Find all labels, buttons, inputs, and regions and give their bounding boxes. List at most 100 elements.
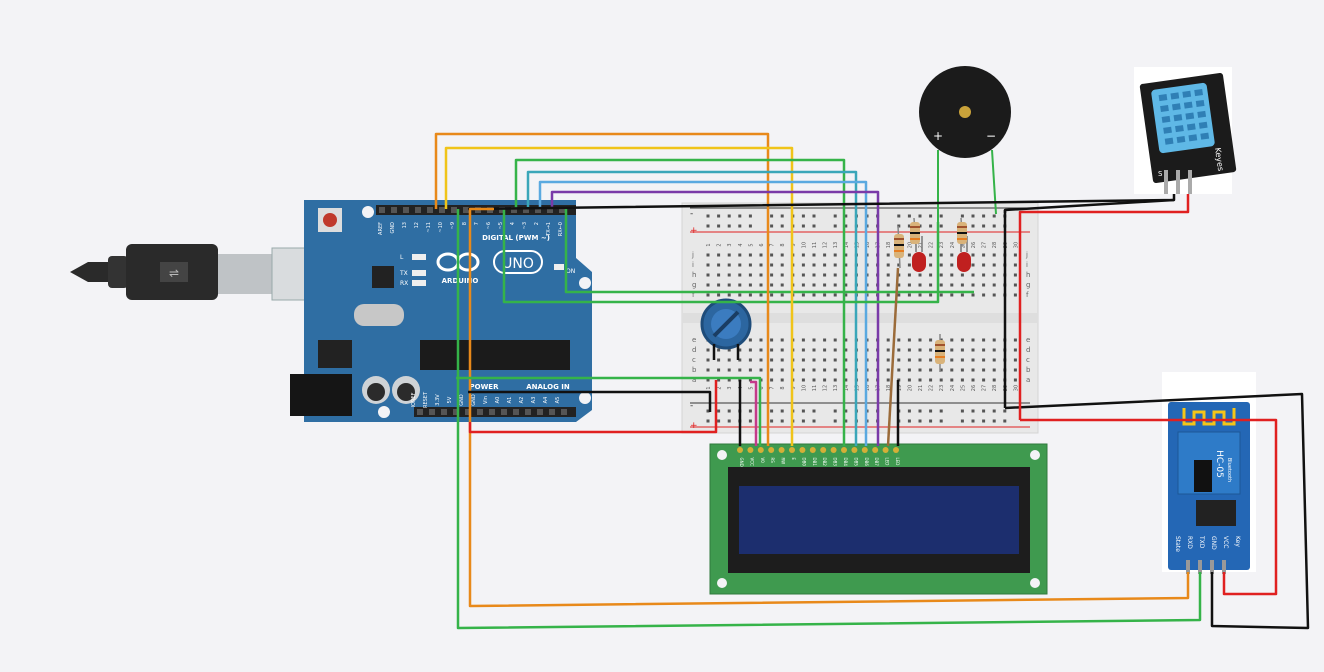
hc05-pin-label: VCC: [1222, 536, 1229, 548]
rail-hole: [939, 409, 943, 413]
analog-pin: [465, 409, 471, 415]
analog-pin-label: 3.3V: [435, 394, 441, 406]
resistor-1: [894, 225, 904, 269]
rail-hole: [738, 224, 742, 228]
breadboard-hole: [950, 368, 954, 372]
rail-hole: [982, 409, 986, 413]
breadboard-hole: [929, 358, 933, 362]
breadboard-hole: [971, 293, 975, 297]
lcd-pin-label: DB2: [822, 458, 827, 467]
digital-pin-label: 12: [414, 222, 420, 228]
row-letter: h: [692, 271, 696, 279]
breadboard-hole: [886, 283, 890, 287]
breadboard-hole: [823, 293, 827, 297]
breadboard-hole: [759, 283, 763, 287]
breadboard-hole: [992, 358, 996, 362]
rail-hole: [929, 419, 933, 423]
column-number: 7: [770, 386, 776, 389]
column-number: 21: [918, 385, 924, 391]
breadboard-hole: [844, 263, 848, 267]
piezo-buzzer: + −: [919, 66, 1011, 222]
breadboard-hole: [982, 378, 986, 382]
breadboard-hole: [992, 273, 996, 277]
wire-green-d7: [564, 209, 974, 294]
lcd-pin-label: DB7: [874, 458, 879, 467]
breadboard-hole: [971, 283, 975, 287]
breadboard-hole: [844, 368, 848, 372]
lcd-pin-label: LED: [895, 458, 900, 466]
rail-hole: [971, 224, 975, 228]
rail-hole: [748, 409, 752, 413]
breadboard-hole: [1013, 338, 1017, 342]
breadboard-hole: [812, 253, 816, 257]
vent-slot: [1176, 135, 1186, 144]
digital-pin-label: TX→1: [546, 222, 552, 237]
analog-pin-label: Vin: [483, 396, 489, 404]
breadboard-hole: [823, 348, 827, 352]
wire-black-hc05-gnd: [1004, 392, 1310, 630]
lcd-pin-label: E: [791, 458, 796, 461]
column-number: 28: [992, 385, 998, 391]
breadboard-hole: [833, 263, 837, 267]
rail-hole: [770, 224, 774, 228]
hc05-pin-label: TXD: [1198, 535, 1205, 549]
column-number: 25: [960, 385, 966, 391]
column-number: 15: [854, 385, 860, 391]
wire-pink-lcd-v0: [750, 380, 758, 446]
breadboard-hole: [971, 348, 975, 352]
breadboard-hole: [823, 358, 827, 362]
lcd-pin: [841, 447, 847, 453]
row-letter: b: [692, 366, 697, 374]
breadboard-hole: [706, 283, 710, 287]
breadboard-hole: [780, 338, 784, 342]
breadboard-hole: [918, 338, 922, 342]
breadboard-hole: [971, 263, 975, 267]
breadboard-hole: [960, 338, 964, 342]
column-number: 10: [801, 385, 807, 391]
breadboard-hole: [801, 338, 805, 342]
hc05-pin-label: Key: [1234, 536, 1241, 547]
breadboard-hole: [812, 358, 816, 362]
vent-slot: [1173, 114, 1183, 122]
column-number: 8: [780, 243, 786, 246]
analog-pin: [549, 409, 555, 415]
digital-pin: [511, 207, 517, 213]
breadboard-hole: [706, 368, 710, 372]
rail-hole: [971, 214, 975, 218]
breadboard-hole: [727, 348, 731, 352]
vent-slot: [1182, 90, 1192, 98]
breadboard-hole: [907, 263, 911, 267]
analog-pin-label: A4: [543, 397, 549, 404]
rail-hole: [812, 409, 816, 413]
breadboard-hole: [717, 263, 721, 267]
breadboard-hole: [717, 378, 721, 382]
hc05-pin: [1210, 560, 1214, 574]
breadboard-hole: [907, 358, 911, 362]
analog-pin-label: 5V: [447, 396, 453, 403]
breadboard-hole: [727, 378, 731, 382]
breadboard-hole: [1013, 348, 1017, 352]
breadboard-hole: [833, 283, 837, 287]
breadboard-hole: [886, 293, 890, 297]
breadboard-hole: [706, 253, 710, 257]
breadboard-hole: [770, 273, 774, 277]
breadboard-hole: [918, 358, 922, 362]
breadboard-hole: [727, 293, 731, 297]
hc05-model-label: HC-05: [1214, 450, 1224, 478]
lcd-pin: [737, 447, 743, 453]
breadboard-hole: [738, 368, 742, 372]
breadboard-hole: [907, 348, 911, 352]
breadboard-hole: [738, 253, 742, 257]
breadboard-hole: [770, 253, 774, 257]
rail-hole: [844, 214, 848, 218]
digital-pin-label: ~6: [486, 222, 492, 229]
breadboard-hole: [748, 378, 752, 382]
arduino-uno: L TX RX ON UNO ARDUINO DIGITAL (PWM ~) P…: [290, 200, 592, 422]
breadboard-hole: [939, 263, 943, 267]
digital-pin: [463, 207, 469, 213]
breadboard-hole: [929, 368, 933, 372]
lcd-pin-label: DB5: [853, 458, 858, 467]
vent-slot: [1188, 134, 1198, 142]
breadboard-hole: [770, 348, 774, 352]
row-letter: d: [692, 346, 696, 354]
